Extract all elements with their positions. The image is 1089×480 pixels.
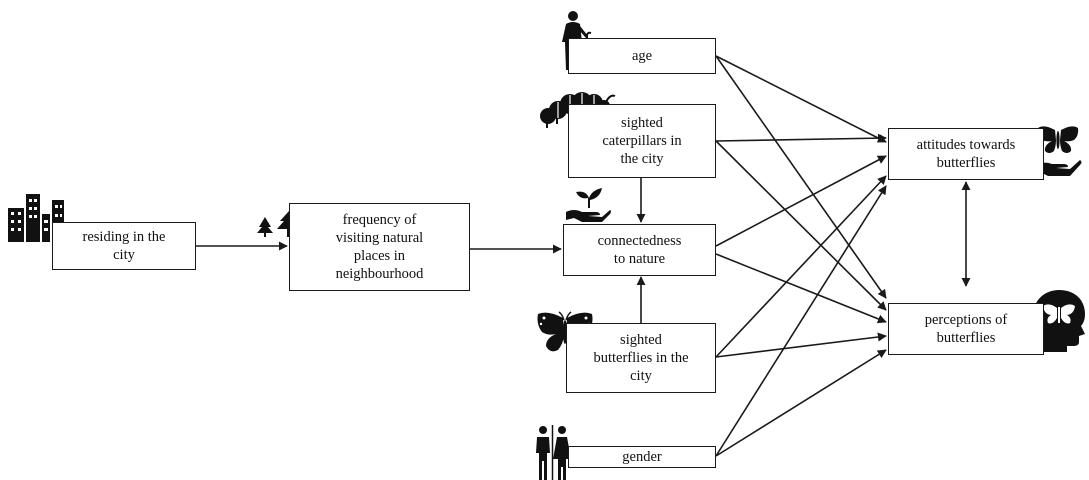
- node-attitudes-towards-butterflies: attitudes towards butterflies: [888, 128, 1044, 180]
- node-age: age: [568, 38, 716, 74]
- arrow-connectedness-to-perceptions: [715, 253, 887, 324]
- node-gender: gender: [568, 446, 716, 468]
- node-sighted-caterpillars: sighted caterpillars in the city: [568, 104, 716, 178]
- plant-in-hand-icon: [566, 188, 611, 222]
- man-woman-icon: [536, 425, 571, 480]
- arrow-caterpillars-to-attitudes: [715, 133, 887, 143]
- arrow-age-to-attitudes: [715, 55, 887, 143]
- arrow-butterflies-to-attitudes: [715, 175, 887, 358]
- arrow-age-to-perceptions: [715, 55, 887, 299]
- head-butterfly-icon: [1033, 290, 1085, 352]
- node-frequency-visiting-natural-places: frequency of visiting natural places in …: [289, 203, 470, 291]
- node-residing-in-city: residing in the city: [52, 222, 196, 270]
- arrow-butterflies-to-perceptions: [715, 332, 887, 358]
- arrow-connectedness-to-attitudes: [715, 155, 887, 247]
- arrow-gender-to-perceptions: [715, 349, 887, 457]
- node-connectedness-to-nature: connectedness to nature: [563, 224, 716, 276]
- arrow-caterpillars-to-perceptions: [715, 140, 887, 311]
- node-sighted-butterflies: sighted butterflies in the city: [566, 323, 716, 393]
- arrow-gender-to-attitudes: [715, 185, 887, 457]
- node-perceptions-of-butterflies: perceptions of butterflies: [888, 303, 1044, 355]
